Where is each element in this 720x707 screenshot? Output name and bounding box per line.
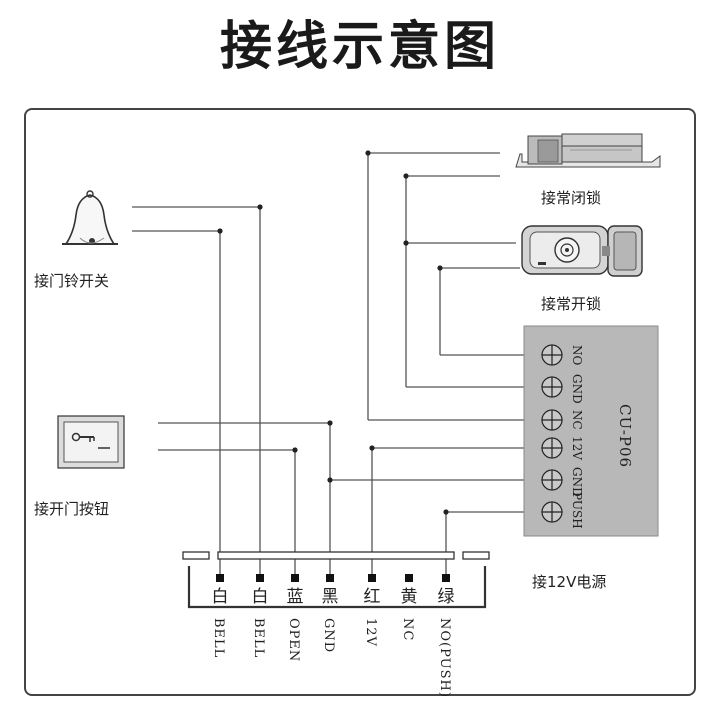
wire-code-label: OPEN bbox=[286, 618, 301, 663]
wire-color-label: 黑 bbox=[321, 587, 339, 607]
terminal-label-nc: NC bbox=[570, 410, 584, 430]
wire-connector bbox=[182, 551, 490, 609]
wire-color-label: 红 bbox=[363, 587, 381, 607]
controller-panel bbox=[523, 325, 659, 537]
power-label: 接12V电源 bbox=[532, 573, 607, 591]
diagram-frame bbox=[24, 108, 696, 696]
no-lock-label: 接常开锁 bbox=[541, 295, 602, 313]
diagram-title: 接线示意图 bbox=[219, 17, 500, 77]
terminal-label-no: NO bbox=[570, 345, 584, 366]
wire-code-label: GND bbox=[321, 618, 336, 654]
terminal-label-12v: 12V bbox=[570, 436, 584, 460]
terminal-screw-icon bbox=[541, 344, 563, 523]
bell-icon bbox=[62, 190, 118, 245]
nc-lock-label: 接常闭锁 bbox=[541, 189, 602, 207]
exit-button-icon bbox=[57, 415, 125, 469]
wire-color-label: 绿 bbox=[437, 587, 455, 607]
controller-model: CU-P06 bbox=[616, 404, 634, 469]
doorbell-label: 接门铃开关 bbox=[34, 272, 110, 290]
wire-code-label: BELL bbox=[211, 618, 226, 659]
wire-code-label: BELL bbox=[251, 618, 266, 659]
wire-color-label: 白 bbox=[211, 587, 229, 607]
wire-code-label: NO(PUSH) bbox=[437, 618, 452, 698]
electric-lock-icon bbox=[521, 225, 643, 277]
wire-code-label: NC bbox=[400, 618, 415, 642]
terminal-label-gnd: GND bbox=[570, 374, 584, 404]
terminal-label-gnd-2: GND bbox=[570, 467, 584, 497]
wire-color-label: 黄 bbox=[400, 587, 418, 607]
wire-code-label: 12V bbox=[363, 618, 378, 647]
strike-lock-icon bbox=[515, 133, 661, 168]
exit-button-label: 接开门按钮 bbox=[34, 500, 110, 518]
wire-color-label: 蓝 bbox=[286, 587, 304, 607]
wire-color-label: 白 bbox=[251, 587, 269, 607]
terminal-label-push: PUSH bbox=[570, 492, 584, 529]
